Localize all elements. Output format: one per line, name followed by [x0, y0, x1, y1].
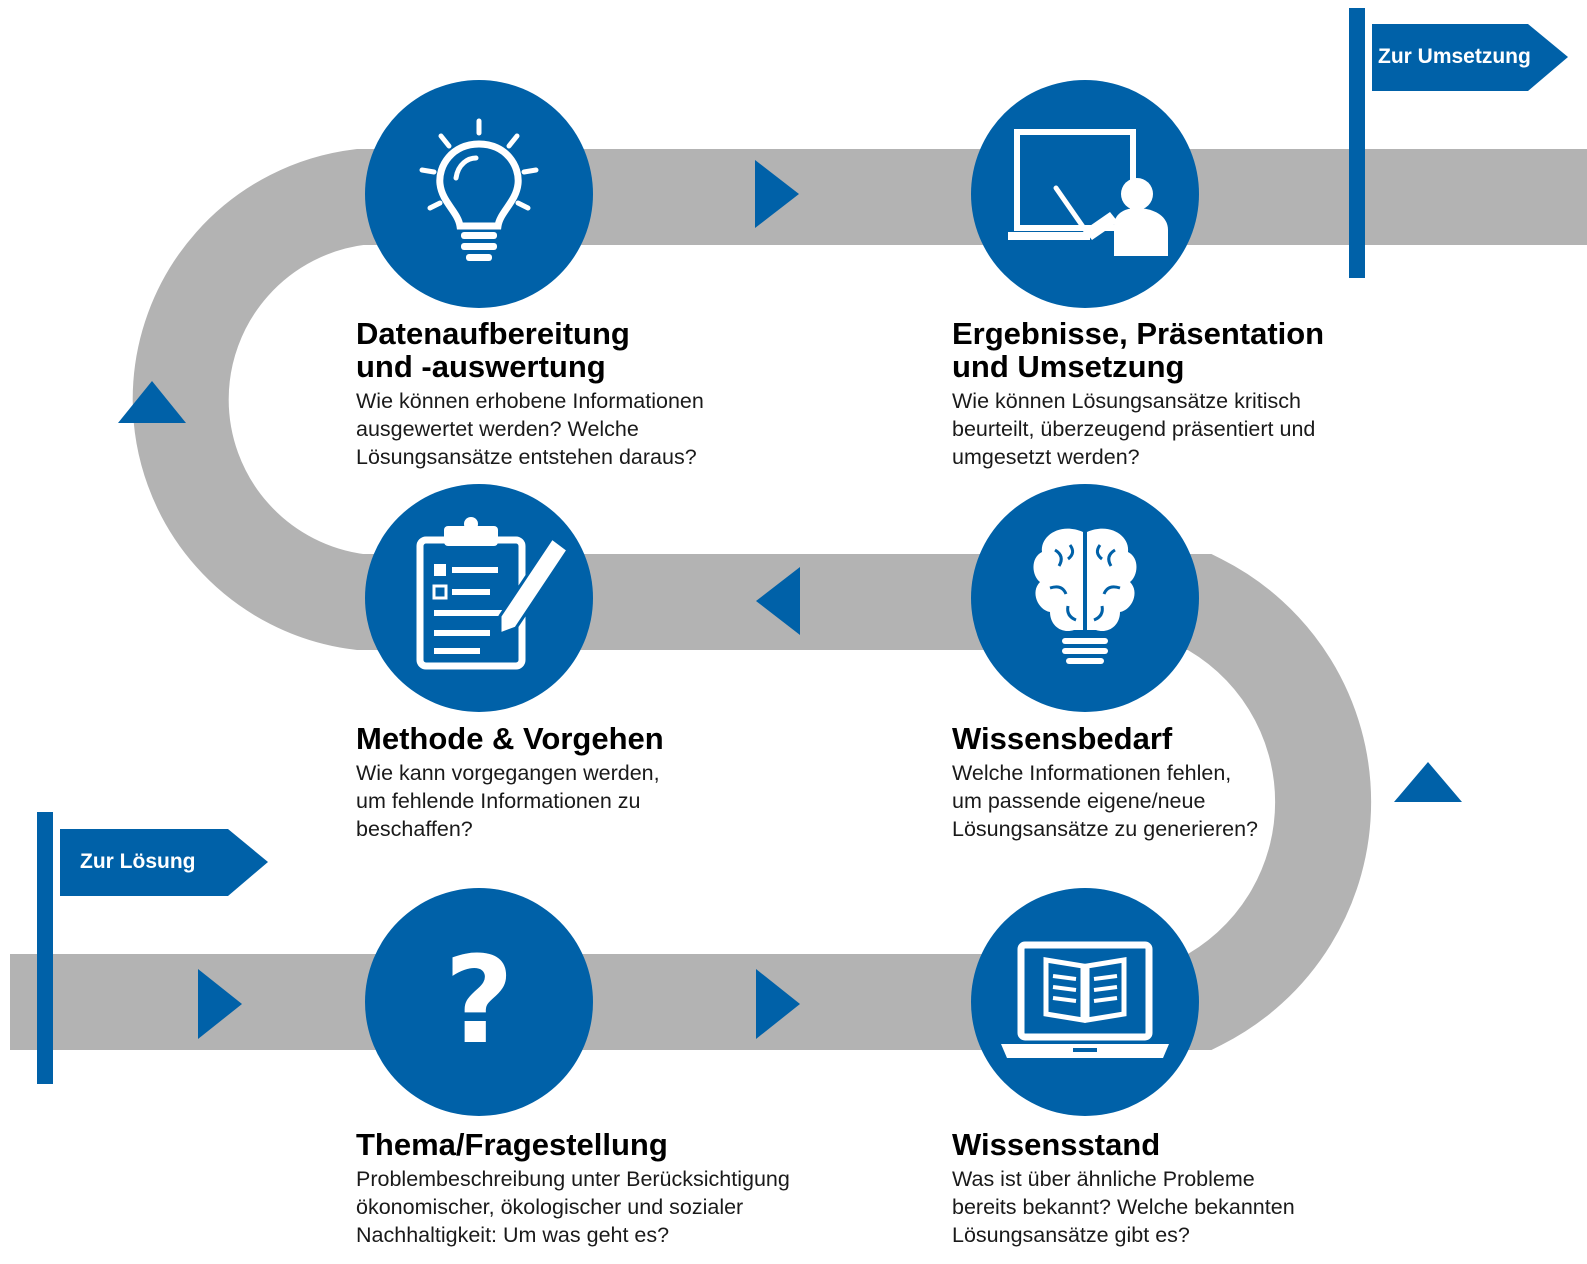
laptop-book-icon [1001, 941, 1169, 1058]
description-line: Lösungsansätze gibt es? [952, 1223, 1190, 1247]
description-line: um fehlende Informationen zu [356, 789, 641, 813]
title-line: Ergebnisse, Präsentation [952, 316, 1325, 351]
question-mark-icon: ? [444, 932, 514, 1071]
end-flag-banner [1372, 24, 1568, 91]
step-title: Wissensstand [952, 1127, 1161, 1162]
lightbulb-icon [419, 118, 539, 261]
step-description: Wie kann vorgegangen werden, um fehlende… [356, 759, 876, 843]
step-wissensbedarf: Wissensbedarf Welche Informationen fehle… [952, 722, 1472, 843]
title-line: Datenaufbereitung [356, 316, 630, 351]
start-flag-pole [37, 812, 53, 1084]
description-line: beurteilt, überzeugend präsentiert und [952, 417, 1316, 441]
description-line: Wie können Lösungsansätze kritisch [952, 389, 1301, 413]
end-flag-label[interactable]: Zur Umsetzung [1378, 45, 1531, 68]
clipboard-pencil-icon [416, 517, 571, 670]
step-icon-wissensstand [971, 888, 1199, 1116]
presenter-board-icon [1008, 129, 1168, 256]
step-description: Wie können Lösungsansätze kritisch beurt… [952, 387, 1472, 471]
start-flag [37, 812, 268, 1084]
step-description: Wie können erhobene Informationen ausgew… [356, 387, 876, 471]
road-path [10, 149, 1587, 1050]
step-icon-thema: ? [365, 888, 593, 1116]
description-line: um passende eigene/neue [952, 789, 1206, 813]
description-line: ausgewertet werden? Welche [356, 417, 639, 441]
title-line: und -auswertung [356, 349, 606, 384]
step-title: Wissensbedarf [952, 721, 1173, 756]
direction-arrow-right [755, 160, 799, 228]
step-title: Datenaufbereitung und -auswertung [356, 317, 876, 383]
step-icon-methode [365, 484, 593, 712]
step-title: Ergebnisse, Präsentation und Umsetzung [952, 317, 1472, 383]
step-icon-ergebnisse [971, 80, 1199, 308]
description-line: Welche Informationen fehlen, [952, 761, 1232, 785]
step-icon-wissensbedarf [971, 484, 1199, 712]
end-flag-pole [1349, 8, 1365, 278]
description-line: Nachhaltigkeit: Um was geht es? [356, 1223, 670, 1247]
direction-arrow-right [756, 969, 800, 1039]
step-methode: Methode & Vorgehen Wie kann vorgegangen … [356, 722, 876, 843]
step-title: Thema/Fragestellung [356, 1127, 668, 1162]
direction-arrow-left [756, 567, 800, 635]
direction-arrow-up [1394, 762, 1462, 802]
description-line: Wie können erhobene Informationen [356, 389, 704, 413]
step-datenaufbereitung: Datenaufbereitung und -auswertung Wie kö… [356, 317, 876, 471]
step-icon-datenaufbereitung [365, 80, 593, 308]
start-flag-banner [60, 829, 268, 896]
description-line: umgesetzt werden? [952, 445, 1140, 469]
direction-arrow-up [118, 381, 186, 423]
step-description: Problembeschreibung unter Berücksichtigu… [356, 1165, 876, 1249]
step-wissensstand: Wissensstand Was ist über ähnliche Probl… [952, 1128, 1472, 1249]
step-description: Welche Informationen fehlen, um passende… [952, 759, 1472, 843]
step-description: Was ist über ähnliche Probleme bereits b… [952, 1165, 1472, 1249]
step-thema: Thema/Fragestellung Problembeschreibung … [356, 1128, 876, 1249]
step-ergebnisse: Ergebnisse, Präsentation und Umsetzung W… [952, 317, 1472, 471]
description-line: beschaffen? [356, 817, 473, 841]
description-line: Was ist über ähnliche Probleme [952, 1167, 1255, 1191]
description-line: ökonomischer, ökologischer und sozialer [356, 1195, 744, 1219]
description-line: bereits bekannt? Welche bekannten [952, 1195, 1295, 1219]
title-line: und Umsetzung [952, 349, 1185, 384]
direction-arrow-right [198, 969, 242, 1039]
description-line: Lösungsansätze zu generieren? [952, 817, 1258, 841]
step-title: Methode & Vorgehen [356, 721, 664, 756]
end-flag [1349, 8, 1568, 278]
start-flag-label[interactable]: Zur Lösung [80, 850, 196, 873]
description-line: Wie kann vorgegangen werden, [356, 761, 660, 785]
description-line: Problembeschreibung unter Berücksichtigu… [356, 1167, 790, 1191]
brain-bulb-icon [1033, 528, 1137, 664]
description-line: Lösungsansätze entstehen daraus? [356, 445, 697, 469]
